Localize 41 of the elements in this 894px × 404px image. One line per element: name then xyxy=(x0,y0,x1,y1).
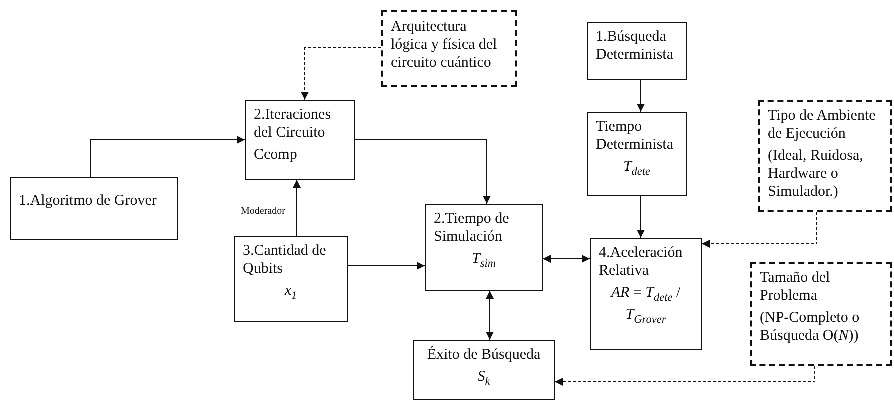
arrow xyxy=(542,255,590,263)
node-text: 1.Búsqueda Determinista xyxy=(596,28,674,64)
process-box xyxy=(245,100,355,180)
arrow xyxy=(637,196,645,238)
node-text: Arquitectura lógica y física del circuito cuántico xyxy=(391,18,498,72)
dashed-arrow xyxy=(301,48,382,100)
node-text: T$_{dete}$ xyxy=(622,158,652,180)
arrow xyxy=(348,262,426,270)
node-text: (Ideal, Ruidosa, Hardware o Simulador.) xyxy=(768,147,864,201)
process-box xyxy=(413,340,555,400)
node-text: 2.Iteraciones del Circuito xyxy=(254,106,332,142)
process-box xyxy=(234,236,348,322)
node-text: AR = T$_{dete}$ / T$_{Grover}$ xyxy=(610,284,682,327)
node-text: Tipo de Ambiente de Ejecución xyxy=(768,107,877,143)
dashed-arrow xyxy=(554,366,816,386)
node-text: S$_{k}$ xyxy=(476,368,492,390)
process-box xyxy=(10,177,178,240)
dashed-arrow xyxy=(702,212,818,248)
process-box xyxy=(425,204,543,291)
process-box xyxy=(590,238,702,350)
node-text: Ccomp xyxy=(254,146,298,164)
note-box xyxy=(758,100,892,212)
node-text: T$_{sim}$ xyxy=(471,250,497,272)
arrow xyxy=(354,140,491,204)
node-text: 1.Algoritmo de Grover xyxy=(19,192,158,210)
node-text: Tamaño del Problema xyxy=(760,269,832,305)
note-box xyxy=(750,262,892,366)
node-text: (NP-Completo o Búsqueda O(N)) xyxy=(760,309,861,345)
note-box xyxy=(381,10,517,87)
edge-label: Moderador xyxy=(240,206,286,217)
process-box xyxy=(587,112,687,196)
node-text: Tiempo Determinista xyxy=(596,118,674,154)
node-text: 2.Tiempo de Simulación xyxy=(434,210,510,246)
arrow xyxy=(90,136,246,178)
node-text: 4.Aceleración Relativa xyxy=(599,244,684,280)
arrow xyxy=(637,80,645,112)
process-box xyxy=(587,22,687,80)
arrow xyxy=(486,290,494,340)
node-text: x$_{1}$ xyxy=(284,282,298,304)
arrow xyxy=(293,180,301,236)
node-text: Éxito de Búsqueda xyxy=(426,346,542,364)
